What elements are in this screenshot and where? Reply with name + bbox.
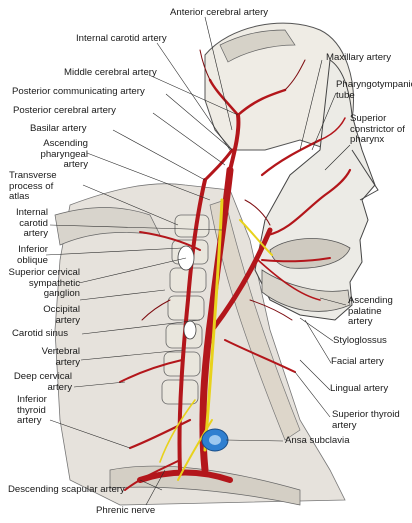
arterial-twigs <box>141 49 306 321</box>
label-facial-artery: Facial artery <box>331 356 384 367</box>
label-pharyngotympanic-tube: Pharyngotympanic tube <box>336 79 412 101</box>
label-inferior-oblique: Inferior oblique <box>17 244 48 266</box>
label-maxillary-artery: Maxillary artery <box>326 52 392 63</box>
label-vertebral-artery: Vertebral artery <box>41 346 80 368</box>
label-styloglossus: Styloglossus <box>333 335 387 346</box>
label-superior-constrictor: Superior constrictor of pharynx <box>350 113 405 145</box>
label-posterior-cerebral-artery: Posterior cerebral artery <box>13 105 116 116</box>
label-ansa-subclavia: Ansa subclavia <box>285 435 350 446</box>
label-basilar-artery: Basilar artery <box>30 123 87 134</box>
label-transverse-process-atlas: Transverse process of atlas <box>9 170 57 202</box>
label-inferior-thyroid-artery: Inferior thyroid artery <box>17 394 47 426</box>
ansa-subclavia-ring <box>201 428 229 452</box>
label-internal-carotid-artery-left: Internal carotid artery <box>16 207 48 239</box>
label-superior-thyroid-artery: Superior thyroid artery <box>332 409 400 431</box>
label-ascending-pharyngeal-artery: Ascending pharyngeal artery <box>40 138 88 170</box>
nose-shape <box>351 149 379 201</box>
lower-jaw <box>261 269 351 312</box>
label-lingual-artery: Lingual artery <box>330 383 389 394</box>
artery-network <box>119 78 352 491</box>
label-ascending-palatine-artery: Ascending palatine artery <box>348 295 393 327</box>
skull-cut-edge <box>219 29 296 63</box>
label-anterior-cerebral-artery: Anterior cerebral artery <box>170 7 269 18</box>
leader-lines <box>45 16 351 506</box>
muscle-band <box>209 199 301 441</box>
label-occipital-artery: Occipital artery <box>43 304 80 326</box>
label-carotid-sinus: Carotid sinus <box>12 328 68 339</box>
label-middle-cerebral-artery: Middle cerebral artery <box>64 67 157 78</box>
label-posterior-communicating-artery: Posterior communicating artery <box>12 86 145 97</box>
label-descending-scapular-artery: Descending scapular artery <box>8 484 125 495</box>
label-deep-cervical-artery: Deep cervical artery <box>13 371 72 393</box>
label-phrenic-nerve: Phrenic nerve <box>96 505 156 516</box>
label-internal-carotid-artery-top: Internal carotid artery <box>76 33 167 44</box>
label-superior-cervical-ganglion: Superior cervical sympathetic ganglion <box>8 267 80 299</box>
